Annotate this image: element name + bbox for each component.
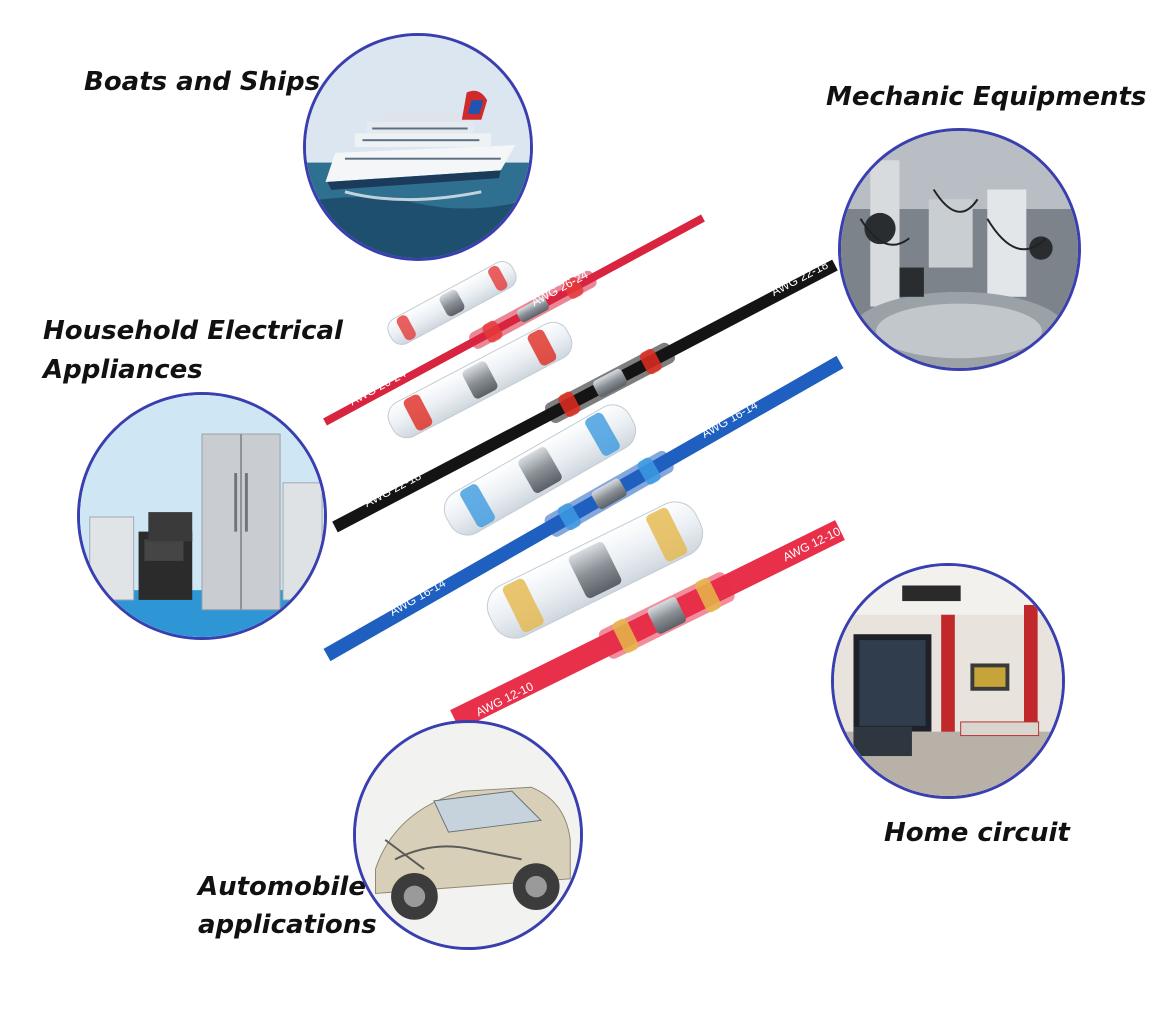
- solder-connector-1: [387, 261, 517, 345]
- label-automobile-line1: Automobile: [198, 872, 366, 902]
- boat-photo: [303, 33, 533, 261]
- label-household-line1: Household Electrical: [43, 316, 343, 346]
- wire-splice-3: [544, 450, 674, 537]
- home-circuit-photo: [831, 563, 1065, 799]
- solder-connector-4: [486, 501, 704, 639]
- household-appliances-photo: [77, 392, 327, 640]
- label-automobile-line2: applications: [198, 910, 377, 940]
- wire-splice-4: [598, 572, 735, 659]
- label-mechanic-equipments: Mechanic Equipments: [826, 82, 1147, 112]
- mechanic-equipment-photo: [838, 128, 1081, 371]
- automobile-photo: [353, 720, 583, 950]
- wire-splice-1: [469, 270, 597, 349]
- label-boats-and-ships: Boats and Ships: [84, 67, 321, 97]
- wire-splice-2: [544, 342, 676, 424]
- label-household-line2: Appliances: [43, 355, 203, 385]
- label-home-circuit: Home circuit: [884, 818, 1070, 848]
- solder-connector-3: [443, 404, 637, 536]
- solder-connector-2: [387, 321, 573, 439]
